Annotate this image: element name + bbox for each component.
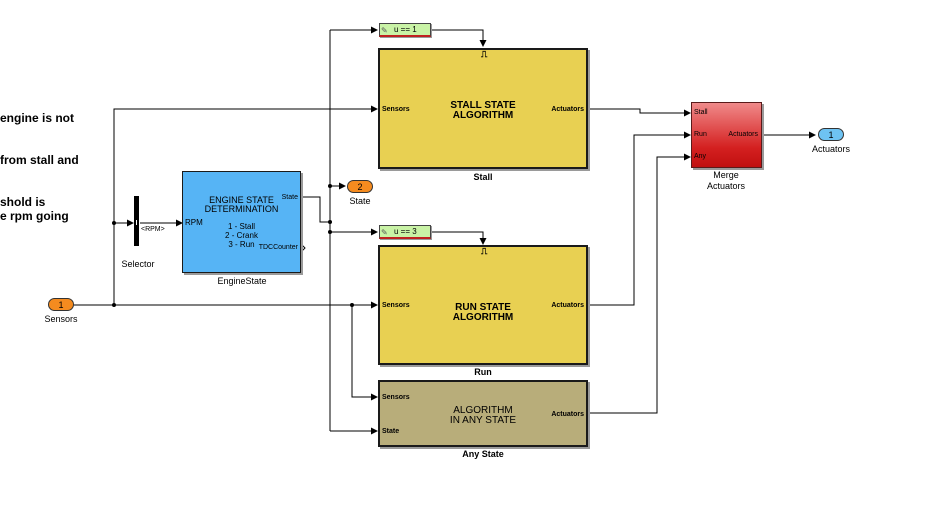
run-port-actuators: Actuators bbox=[551, 302, 584, 309]
outport-number: 1 bbox=[828, 130, 834, 140]
condition-stall-text: u == 1 bbox=[394, 25, 417, 34]
any-state-block[interactable]: ALGORITHM IN ANY STATE Sensors State Act… bbox=[378, 380, 588, 447]
pencil-icon: ✎ bbox=[381, 228, 388, 237]
any-block-title: ALGORITHM IN ANY STATE bbox=[449, 405, 517, 426]
stall-port-sensors: Sensors bbox=[382, 106, 410, 113]
stall-block-title: STALL STATE ALGORITHM bbox=[450, 100, 516, 121]
condition-run-text: u == 3 bbox=[394, 227, 417, 236]
junction-dot bbox=[350, 303, 354, 307]
tdc-output-chevron bbox=[300, 243, 306, 253]
trigger-icon: ⎍ bbox=[481, 49, 488, 59]
merge-actuators-block[interactable]: Stall Run Any Actuators bbox=[691, 102, 762, 168]
annotation-line-1: engine is not bbox=[0, 111, 75, 125]
stall-port-actuators: Actuators bbox=[551, 106, 584, 113]
run-block-title: RUN STATE ALGORITHM bbox=[452, 302, 514, 323]
selector-port-icon bbox=[135, 219, 138, 226]
junction-dot bbox=[328, 184, 332, 188]
wire-run-merge bbox=[588, 131, 691, 306]
run-port-sensors: Sensors bbox=[382, 302, 410, 309]
any-port-actuators: Actuators bbox=[551, 411, 584, 418]
junction-dot bbox=[112, 221, 116, 225]
selector-signal-label: <RPM> bbox=[141, 226, 165, 233]
outport-state-label: State bbox=[349, 196, 371, 206]
condition-run[interactable]: ✎ u == 3 bbox=[379, 225, 431, 239]
engine-state-block[interactable]: ENGINE STATE DETERMINATION 1 - Stall 2 -… bbox=[182, 171, 301, 273]
any-port-state: State bbox=[382, 428, 400, 435]
outport-actuators-label: Actuators bbox=[811, 144, 851, 154]
wire-state-out bbox=[301, 196, 330, 223]
junction-dot bbox=[328, 220, 332, 224]
engine-state-port-tdc: TDCCounter bbox=[258, 244, 298, 251]
merge-port-run: Run bbox=[694, 131, 707, 138]
inport-sensors-label: Sensors bbox=[44, 314, 78, 324]
run-state-block[interactable]: ⎍ RUN STATE ALGORITHM Sensors Actuators bbox=[378, 245, 588, 365]
engine-state-label: EngineState bbox=[217, 276, 267, 286]
engine-state-port-rpm: RPM bbox=[185, 218, 203, 227]
outport-state[interactable]: 2 bbox=[347, 180, 373, 193]
inport-number: 1 bbox=[58, 300, 64, 310]
engine-state-title: ENGINE STATE DETERMINATION bbox=[204, 195, 279, 214]
inport-sensors[interactable]: 1 bbox=[48, 298, 74, 311]
any-block-label: Any State bbox=[462, 449, 504, 459]
annotation-line-3: shold is e rpm going bbox=[0, 195, 69, 223]
run-block-label: Run bbox=[474, 367, 492, 377]
any-port-sensors: Sensors bbox=[382, 394, 410, 401]
merge-port-actuators: Actuators bbox=[728, 131, 758, 138]
outport-number: 2 bbox=[357, 182, 363, 192]
selector-label: Selector bbox=[121, 259, 155, 269]
junction-dot bbox=[328, 230, 332, 234]
wire-any-merge bbox=[588, 153, 691, 414]
pencil-icon: ✎ bbox=[381, 26, 388, 35]
wire-cond1-trigger bbox=[431, 29, 487, 47]
wire-sensors-any bbox=[351, 305, 378, 401]
merge-port-any: Any bbox=[694, 153, 707, 160]
wire-cond3-trigger bbox=[431, 231, 487, 245]
merge-block-label: Merge Actuators bbox=[706, 170, 746, 191]
outport-actuators[interactable]: 1 bbox=[818, 128, 844, 141]
engine-state-list: 1 - Stall 2 - Crank 3 - Run bbox=[225, 222, 258, 249]
annotation-line-2: from stall and bbox=[0, 153, 79, 167]
engine-state-port-state: State bbox=[281, 194, 298, 201]
wire-sensors-up bbox=[113, 105, 378, 305]
stall-state-block[interactable]: ⎍ STALL STATE ALGORITHM Sensors Actuator… bbox=[378, 48, 588, 169]
wire-stall-merge bbox=[588, 108, 691, 117]
trigger-icon: ⎍ bbox=[481, 246, 488, 256]
junction-dot bbox=[112, 303, 116, 307]
stall-block-label: Stall bbox=[473, 172, 493, 182]
merge-port-stall: Stall bbox=[694, 109, 708, 116]
condition-stall[interactable]: ✎ u == 1 bbox=[379, 23, 431, 37]
